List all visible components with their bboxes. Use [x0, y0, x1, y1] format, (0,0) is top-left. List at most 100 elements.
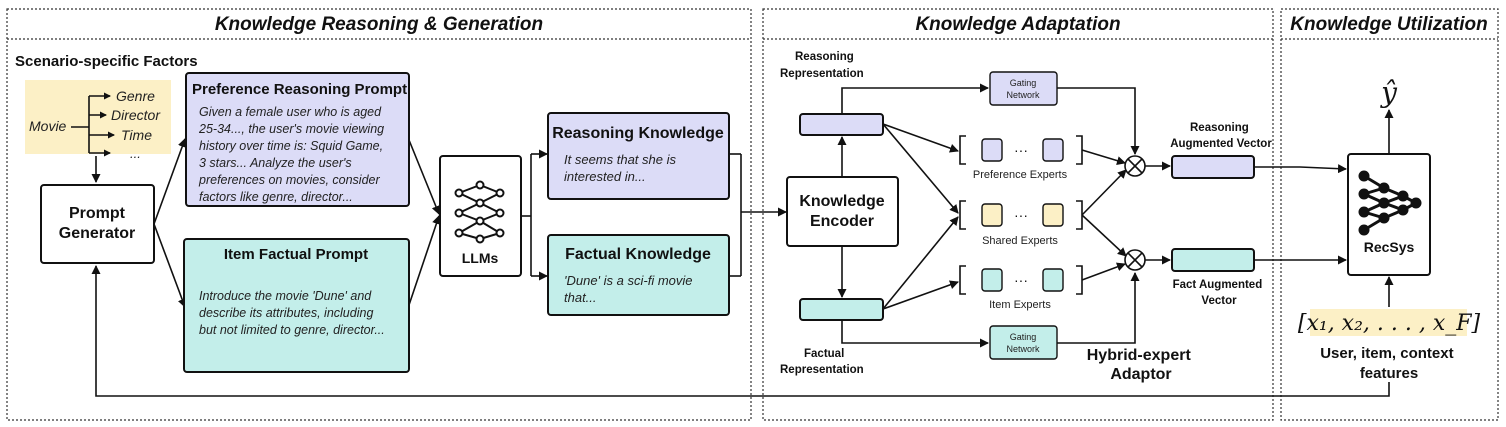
preference-prompt-line: 25-34..., the user's movie viewing	[198, 122, 384, 136]
reasoning-augmented-line1: Reasoning	[1190, 122, 1249, 134]
arrow-gating-bottom-to-multiply	[1057, 272, 1140, 344]
features-math: [x₁, x₂, . . . , x_F]	[1298, 311, 1481, 336]
recsys-node: RecSys	[1347, 153, 1431, 276]
prompt-generator-node: Prompt Generator	[40, 184, 155, 264]
knowledge-merge-bracket	[729, 153, 787, 277]
arrow-shared-experts-to-top-multiply	[1081, 169, 1127, 216]
preference-prompt-line: Given a female user who is aged	[199, 105, 382, 119]
preference-prompt-box	[185, 72, 410, 207]
section-title-adaptation: Knowledge Adaptation	[915, 14, 1120, 35]
hybrid-adaptor-line2: Adaptor	[1110, 366, 1171, 383]
prompt-generator-line1: Prompt	[69, 205, 126, 222]
preference-expert-cell	[981, 138, 1003, 162]
factual-knowledge-line: that...	[564, 290, 597, 305]
reasoning-knowledge-title: Reasoning Knowledge	[552, 125, 724, 142]
knowledge-encoder-box	[786, 176, 899, 247]
preference-prompt-body: Given a female user who is aged 25-34...…	[198, 105, 388, 204]
item-prompt-line: describe its attributes, including	[199, 306, 373, 320]
arrow-reasoning-rep-to-gating	[841, 83, 989, 114]
arrow-factual-rep-to-gating	[841, 320, 989, 348]
recsys-label: RecSys	[1364, 239, 1415, 255]
arrow-reasoning-vector-to-recsys	[1254, 164, 1347, 174]
reasoning-representation-line2: Representation	[780, 68, 864, 80]
reasoning-knowledge-box	[547, 112, 730, 200]
preference-prompt-line: 3 stars... Analyze the user's	[199, 156, 352, 170]
factor-tree: Movie Genre Director Time ...	[25, 80, 171, 161]
arrow-gating-top-to-multiply	[1057, 87, 1140, 155]
knowledge-encoder-line2: Encoder	[810, 213, 874, 230]
item-experts-label: Item Experts	[989, 299, 1051, 311]
prediction-y-hat: ŷ	[1379, 76, 1398, 109]
preference-prompt-line: preferences on movies, consider	[198, 173, 380, 187]
arrow-generator-to-item	[153, 223, 187, 308]
factual-knowledge-body: 'Dune' is a sci-fi movie that...	[564, 273, 696, 305]
factor-item-time: Time	[121, 127, 152, 143]
preference-prompt-node: Preference Reasoning Prompt Given a fema…	[185, 72, 410, 207]
features-background	[1310, 309, 1467, 336]
factual-representation-line2: Representation	[780, 364, 864, 376]
knowledge-encoder-line1: Knowledge	[799, 193, 884, 210]
gating-network-bottom-line1: Gating	[1010, 332, 1037, 342]
arrow-reasoning-rep-to-shared-experts	[882, 123, 959, 214]
item-prompt-body: Introduce the movie 'Dune' and describe …	[199, 289, 385, 337]
item-prompt-title: Item Factual Prompt	[224, 246, 368, 263]
section-utilization: Knowledge Utilization	[1280, 8, 1499, 421]
item-prompt-node: Item Factual Prompt Introduce the movie …	[183, 238, 410, 373]
factual-knowledge-line: 'Dune' is a sci-fi movie	[564, 273, 693, 288]
shared-experts-dots: ···	[1014, 207, 1028, 223]
hybrid-adaptor-line1: Hybrid-expert	[1087, 347, 1192, 364]
reasoning-augmented-vector-label: Reasoning Augmented Vector	[1170, 122, 1272, 150]
arrow-preference-to-llms	[408, 139, 441, 215]
gating-network-top: Gating Network	[989, 71, 1058, 106]
knowledge-encoder-node: Knowledge Encoder	[786, 176, 899, 247]
gating-network-top-box	[989, 71, 1058, 106]
factor-item-director: Director	[111, 107, 161, 123]
preference-experts-dots: ···	[1014, 142, 1028, 158]
multiply-icon-bottom	[1124, 249, 1146, 271]
arrow-generator-to-preference	[153, 138, 187, 225]
preference-prompt-title: Preference Reasoning Prompt	[192, 81, 407, 98]
arrow-item-experts-to-multiply	[1081, 262, 1126, 281]
factual-knowledge-title: Factual Knowledge	[565, 246, 711, 263]
factor-tree-background	[25, 80, 171, 154]
features-label-line2: features	[1360, 365, 1418, 382]
llms-label: LLMs	[462, 250, 499, 266]
factual-representation-label: Factual Representation	[780, 348, 864, 376]
gating-network-top-line1: Gating	[1010, 78, 1037, 88]
factual-knowledge-box	[547, 234, 730, 316]
features-label-line1: User, item, context	[1320, 345, 1453, 362]
fact-augmented-line2: Vector	[1201, 295, 1237, 307]
section-title-utilization: Knowledge Utilization	[1290, 14, 1487, 35]
features-label: User, item, context features	[1320, 345, 1458, 382]
reasoning-representation-line1: Reasoning	[795, 51, 854, 63]
preference-prompt-line: history over time is: Squid Game,	[199, 139, 383, 153]
factor-item-genre: Genre	[116, 88, 155, 104]
arrow-feedback-loop	[91, 265, 1390, 397]
arrow-preference-experts-to-multiply	[1081, 149, 1126, 165]
item-expert-cell	[1042, 268, 1064, 292]
factual-knowledge-node: Factual Knowledge 'Dune' is a sci-fi mov…	[547, 234, 730, 316]
fact-augmented-vector-label: Fact Augmented Vector	[1173, 279, 1266, 307]
shared-experts-label: Shared Experts	[982, 235, 1058, 247]
arrow-item-to-llms	[408, 215, 441, 306]
reasoning-representation-label: Reasoning Representation	[780, 51, 864, 80]
neural-network-icon	[454, 180, 505, 244]
prompt-generator-box	[40, 184, 155, 264]
factual-representation-vector	[799, 298, 884, 321]
gating-network-bottom: Gating Network	[989, 325, 1058, 360]
item-prompt-line: Introduce the movie 'Dune' and	[199, 289, 372, 303]
item-experts-dots: ···	[1014, 272, 1028, 288]
gating-network-bottom-line2: Network	[1006, 344, 1040, 354]
preference-experts: ··· Preference Experts	[959, 135, 1083, 181]
reasoning-knowledge-line: It seems that she is	[564, 152, 676, 167]
reasoning-representation-vector	[799, 113, 884, 136]
reasoning-augmented-line2: Augmented Vector	[1170, 138, 1272, 150]
fact-augmented-vector	[1171, 248, 1255, 272]
reasoning-knowledge-node: Reasoning Knowledge It seems that she is…	[547, 112, 730, 200]
shared-expert-cell	[1042, 203, 1064, 227]
llms-node: LLMs	[439, 155, 522, 277]
section-title-reasoning-generation: Knowledge Reasoning & Generation	[215, 14, 543, 35]
factual-representation-line1: Factual	[804, 348, 844, 360]
prompt-generator-line2: Generator	[59, 225, 135, 242]
